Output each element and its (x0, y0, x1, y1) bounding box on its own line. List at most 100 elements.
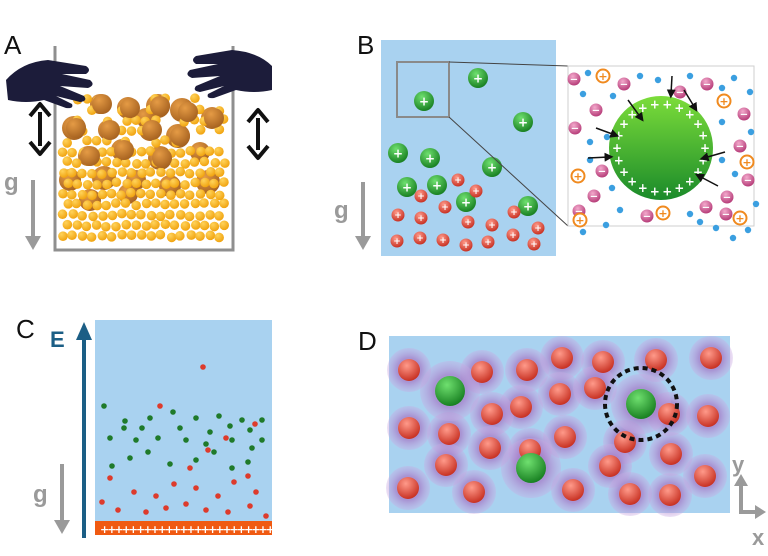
small-grain (62, 138, 72, 148)
red-particle (205, 447, 211, 453)
positive-large-particle: + (513, 112, 533, 132)
gravity-arrow-b-icon (355, 182, 371, 250)
panel-c: C ++++++++++++++++++++++++ E g (16, 314, 275, 538)
small-grain (219, 198, 229, 209)
cation: + (595, 68, 611, 84)
green-particle (207, 429, 213, 435)
surface-charge: + (619, 165, 629, 179)
small-grain (195, 211, 205, 221)
anion: − (595, 164, 609, 178)
small-grain (136, 209, 146, 220)
green-particle (127, 455, 133, 461)
anion-sign: − (592, 106, 600, 117)
charged-sphere (609, 96, 713, 200)
surface-charge: + (685, 108, 695, 122)
small-grain (165, 209, 175, 220)
red-particle-core (584, 377, 606, 399)
surface-charge: + (685, 174, 695, 188)
anion: − (741, 173, 755, 187)
small-grain (184, 211, 195, 222)
counterion-dot (718, 118, 726, 126)
left-hand-icon (6, 60, 93, 109)
small-grain (102, 179, 112, 190)
small-grain (137, 168, 147, 179)
green-particle (216, 413, 222, 419)
small-grain (136, 146, 147, 157)
green-particle (193, 415, 199, 421)
small-grain (145, 146, 156, 156)
small-grain (150, 198, 161, 208)
small-grain (219, 177, 229, 187)
electrode-charge: + (258, 523, 267, 536)
small-grain (106, 188, 117, 199)
shake-arrow-right-icon (246, 108, 270, 160)
positive-large-particle-sign: + (487, 160, 497, 174)
positive-small-particle-sign: + (509, 231, 517, 241)
small-grain (155, 211, 166, 222)
anion-sign: − (575, 207, 583, 218)
small-grain (77, 231, 88, 241)
large-grain (114, 140, 134, 160)
counterion-dot (579, 228, 587, 236)
positive-small-particle: + (391, 208, 405, 222)
small-grain (82, 135, 92, 146)
small-grain (62, 219, 73, 230)
cation: + (655, 205, 671, 221)
anion: − (589, 103, 603, 117)
small-grain (160, 219, 171, 230)
counterion-dot (752, 200, 760, 208)
small-grain (117, 167, 128, 177)
red-particle (143, 509, 149, 515)
small-grain (122, 178, 133, 189)
small-grain (87, 168, 97, 179)
surface-charge: + (627, 174, 637, 188)
anion-sign: − (590, 192, 598, 203)
large-grain (142, 120, 162, 140)
attraction-arrow-icon (683, 89, 698, 112)
gravity-label-a: g (4, 169, 19, 196)
anion-sign: − (620, 80, 628, 91)
red-particle-core (463, 481, 485, 503)
small-grain (92, 200, 103, 211)
suspension-particles: +++++++++++++++++++++++++++ (388, 68, 545, 252)
positive-large-particle-sign: + (402, 180, 412, 194)
large-grain (92, 94, 112, 114)
large-grain (178, 102, 198, 122)
electrode-charge: + (100, 523, 109, 536)
small-grain (67, 147, 77, 158)
counterion-dot (731, 170, 739, 178)
green-particle (155, 435, 161, 441)
small-grain (131, 220, 142, 231)
positive-large-particle-sign: + (461, 195, 471, 209)
counterion-dot (747, 128, 755, 136)
cation: + (732, 210, 748, 226)
positive-small-particle: + (527, 237, 541, 251)
positive-small-particle: + (507, 205, 521, 219)
electrode-charge: + (208, 523, 217, 536)
red-particle-core (481, 403, 503, 425)
small-grain (166, 190, 176, 201)
small-grain (219, 220, 230, 231)
small-grain (86, 232, 97, 242)
electrode-charge: + (122, 523, 131, 536)
green-particle-core (516, 453, 546, 483)
positive-large-particle: + (397, 177, 417, 197)
red-particle (131, 489, 137, 495)
small-grain (196, 146, 206, 157)
counterion-dot (686, 72, 694, 80)
small-grain (150, 219, 160, 230)
positive-large-particle-sign: + (473, 71, 483, 85)
attraction-arrow-icon (695, 173, 719, 187)
positive-small-particle: + (485, 218, 499, 232)
axis-y-label: y (732, 452, 745, 477)
counterion-dot (636, 72, 644, 80)
small-grain (191, 220, 201, 230)
positive-small-particle-sign: + (417, 214, 425, 224)
cation-sign: + (598, 70, 607, 83)
counterion-dot (608, 184, 616, 192)
small-grain (82, 94, 93, 104)
small-grain (184, 190, 195, 200)
anion-sign: − (740, 110, 748, 121)
positive-small-particle: + (461, 215, 475, 229)
positive-large-particle: + (482, 157, 502, 177)
